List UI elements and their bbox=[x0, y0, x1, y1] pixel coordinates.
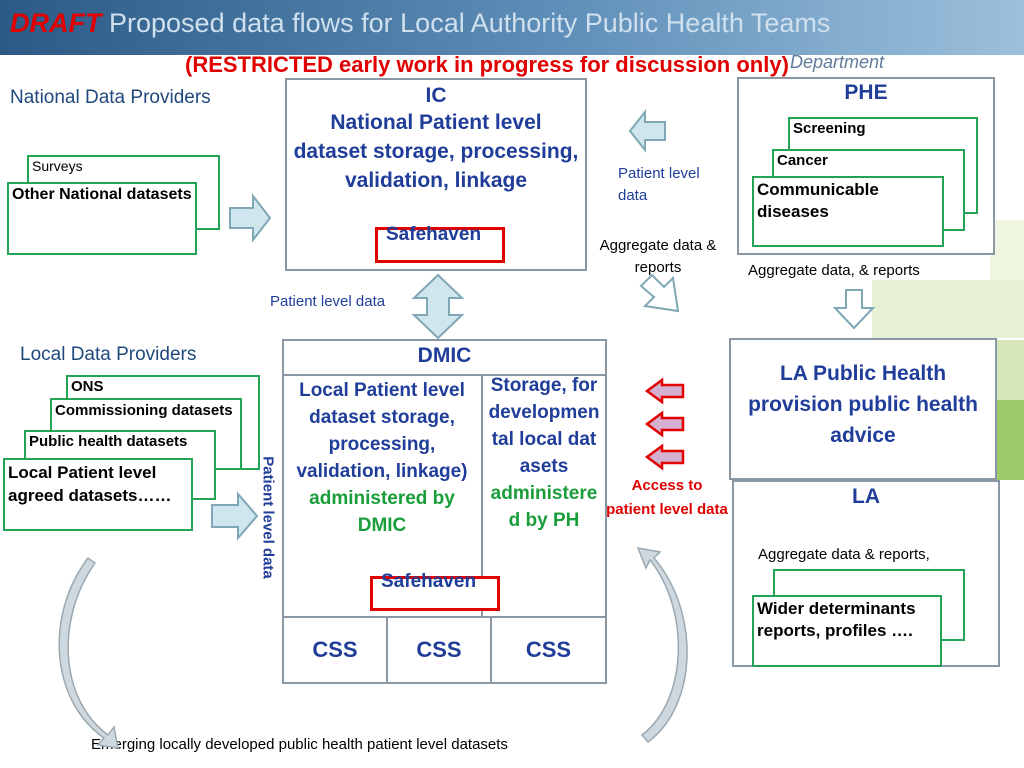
wider-label: Wider determinants reports, profiles …. bbox=[757, 599, 916, 640]
title-bar bbox=[0, 0, 1024, 55]
ic-safehaven-label: Safehaven bbox=[386, 224, 482, 245]
ic-box: IC National Patient level dataset storag… bbox=[285, 78, 587, 271]
arrow-ic-dmic-double bbox=[411, 273, 465, 340]
national-heading: National Data Providers bbox=[10, 87, 211, 108]
decorative-block bbox=[872, 280, 1024, 338]
local-heading: Local Data Providers bbox=[20, 344, 197, 365]
dmic-title: DMIC bbox=[417, 344, 472, 367]
css-cell-3: CSS bbox=[525, 637, 572, 662]
arrow-phe-to-la bbox=[832, 289, 876, 330]
communicable-label: Communicable diseases bbox=[757, 180, 879, 221]
access-label: Access to patient level data bbox=[606, 477, 728, 518]
dmic-left-text: Local Patient level dataset storage, pro… bbox=[296, 380, 468, 482]
dmic-left-body: Local Patient level dataset storage, pro… bbox=[287, 377, 477, 539]
page-subtitle: (RESTRICTED early work in progress for d… bbox=[185, 52, 789, 77]
arrow-aggregate-diagonal bbox=[639, 273, 680, 313]
other-national-box: Other National datasets bbox=[7, 182, 197, 255]
dmic-safehaven-frame bbox=[370, 576, 500, 611]
emerging-label: Emerging locally developed public health… bbox=[91, 736, 508, 753]
ons-label: ONS bbox=[71, 378, 104, 395]
aggregate-label-1: Aggregate data & reports bbox=[599, 237, 717, 276]
curved-arrow-right bbox=[636, 547, 688, 744]
surveys-label: Surveys bbox=[32, 158, 83, 174]
dmic-divider-top bbox=[284, 374, 605, 376]
page-title: DRAFT Proposed data flows for Local Auth… bbox=[10, 8, 830, 39]
dmic-right-body: Storage, for developmental local dataset… bbox=[487, 372, 601, 534]
communicable-box: Communicable diseases bbox=[752, 176, 944, 247]
wider-box: Wider determinants reports, profiles …. bbox=[752, 595, 942, 667]
la-ph-body: LA Public Health provision public health… bbox=[748, 362, 978, 447]
ic-safehaven-frame bbox=[375, 227, 505, 263]
dmic-right-admin: administered by PH bbox=[490, 483, 598, 531]
patient-level-data-label-2: Patient level data bbox=[270, 293, 386, 310]
aggregate-label-2: Aggregate data, & reports bbox=[748, 262, 920, 279]
arrow-local-to-dmic bbox=[211, 491, 259, 541]
arrow-access-2 bbox=[644, 410, 685, 438]
arrow-national-to-ic bbox=[229, 193, 272, 243]
arrow-access-1 bbox=[644, 377, 685, 405]
ic-body: National Patient level dataset storage, … bbox=[293, 111, 579, 192]
ic-title: IC bbox=[425, 84, 447, 107]
phe-title: PHE bbox=[844, 81, 888, 104]
other-national-label: Other National datasets bbox=[12, 186, 192, 203]
local-patient-box: Local Patient level agreed datasets…… bbox=[3, 458, 193, 531]
screening-label: Screening bbox=[793, 120, 866, 137]
css-cell-1: CSS bbox=[284, 617, 388, 684]
la-aggregate-label: Aggregate data & reports, bbox=[758, 546, 930, 563]
dmic-box bbox=[282, 339, 607, 684]
la-ph-box: LA Public Health provision public health… bbox=[729, 338, 997, 480]
dmic-right-text: Storage, for developmental local dataset… bbox=[488, 375, 600, 477]
cancer-label: Cancer bbox=[777, 152, 828, 169]
draft-label: DRAFT bbox=[10, 8, 102, 38]
title-text: Proposed data flows for Local Authority … bbox=[109, 8, 831, 38]
commissioning-label: Commissioning datasets bbox=[55, 402, 233, 419]
dmic-divider-mid bbox=[481, 375, 483, 617]
public-health-label: Public health datasets bbox=[29, 433, 188, 450]
curved-arrow-left bbox=[58, 556, 119, 749]
css-cell-2: CSS bbox=[388, 617, 492, 684]
local-patient-label: Local Patient level agreed datasets…… bbox=[8, 463, 172, 505]
department-watermark: Department bbox=[790, 52, 885, 72]
decorative-block bbox=[990, 220, 1024, 280]
arrow-phe-to-ic bbox=[628, 109, 666, 153]
arrow-access-3 bbox=[644, 443, 685, 471]
dmic-divider-bottom bbox=[284, 616, 605, 618]
la-title: LA bbox=[852, 485, 880, 508]
dmic-safehaven-label: Safehaven bbox=[381, 571, 477, 592]
dmic-left-admin: administered by DMIC bbox=[309, 488, 455, 536]
patient-level-data-label: Patient level data bbox=[618, 165, 700, 204]
